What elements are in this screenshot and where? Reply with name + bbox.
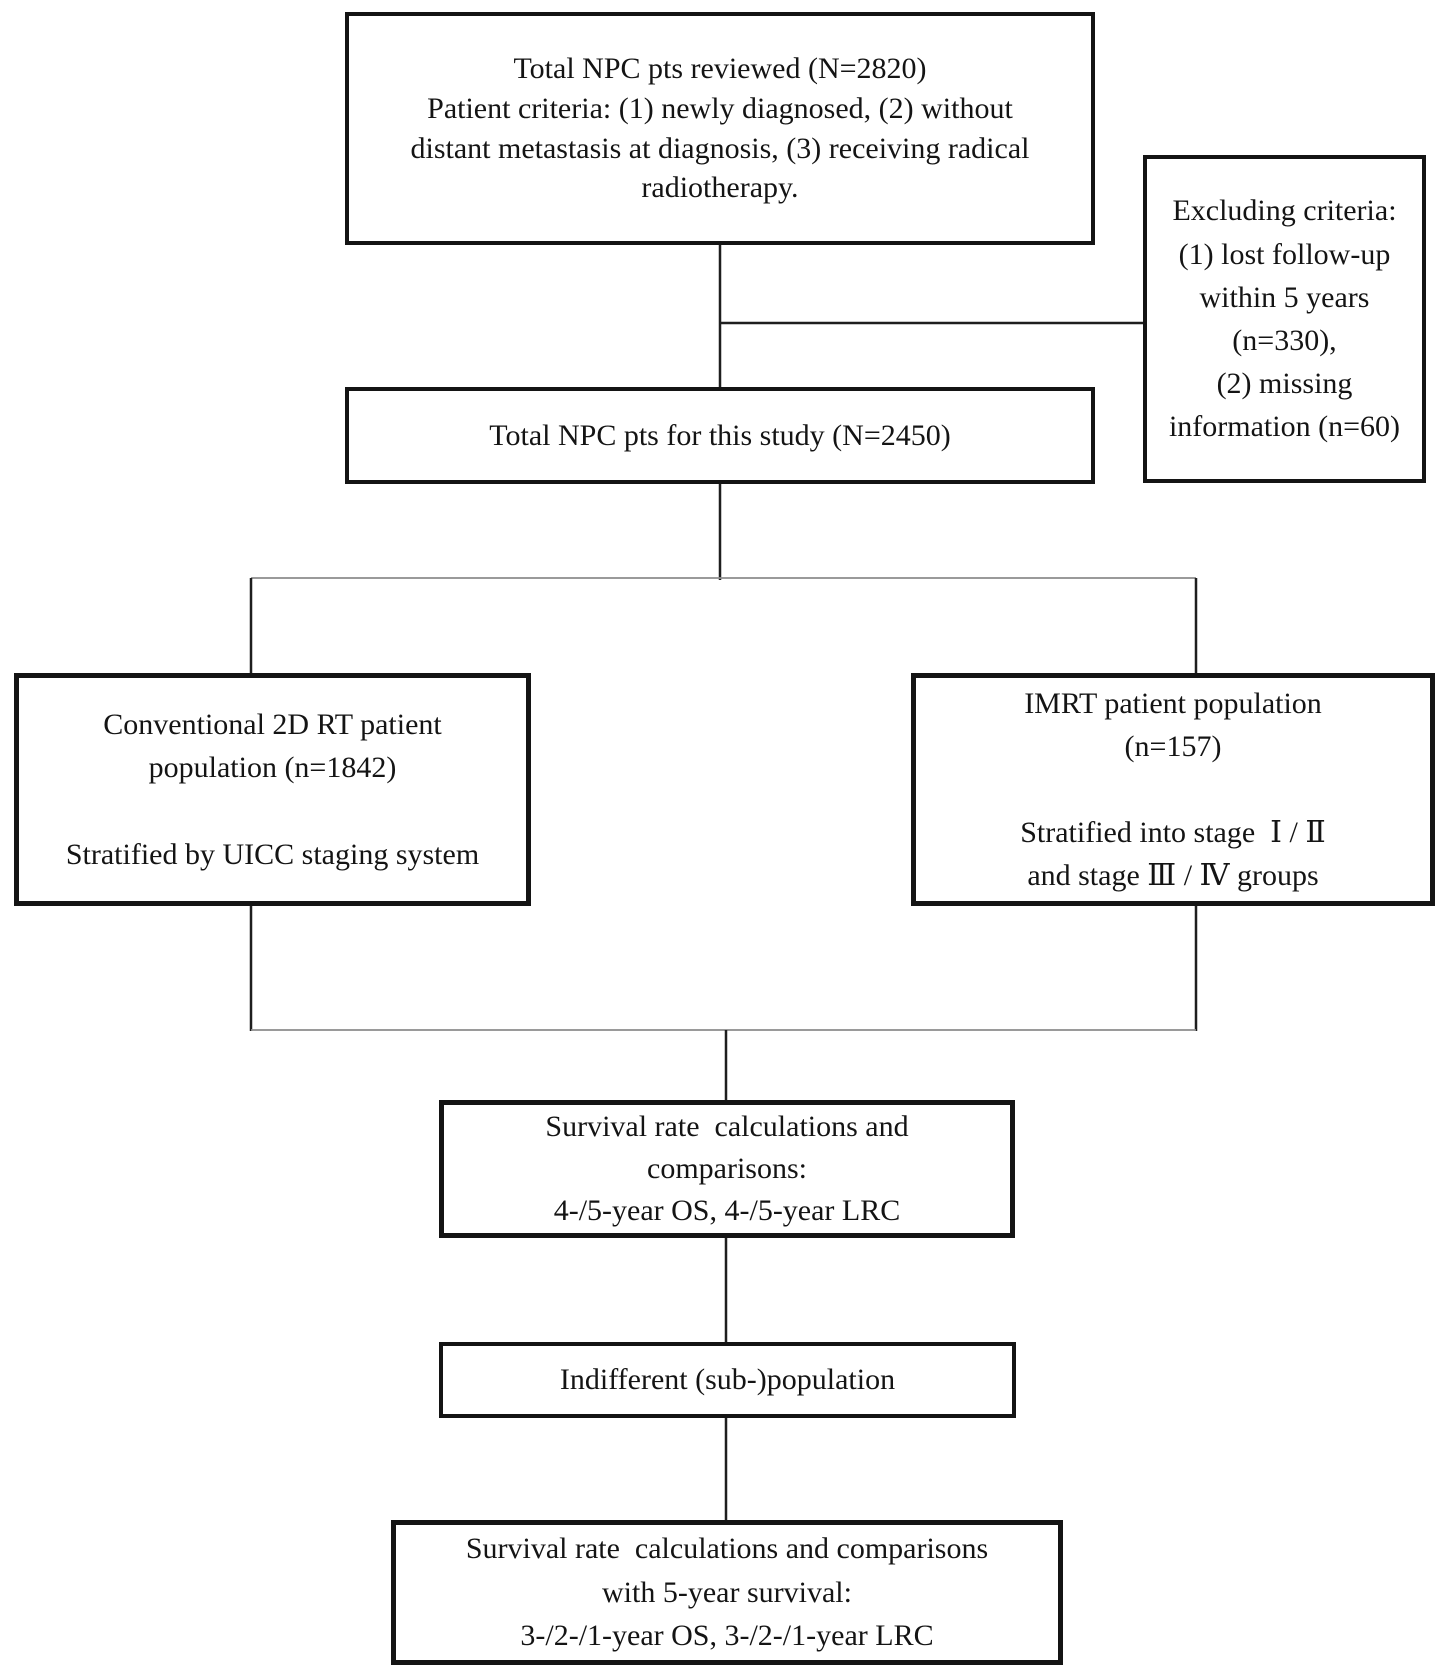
box-conventional-2drt-text: Conventional 2D RT patient population (n…: [65, 707, 480, 872]
box-excluding-criteria: Excluding criteria: (1) lost follow-up w…: [1143, 155, 1426, 483]
box-imrt-text: IMRT patient population (n=157) Stratifi…: [1020, 686, 1326, 893]
box-study-total: Total NPC pts for this study (N=2450): [345, 387, 1095, 484]
box-indifferent-population-text: Indifferent (sub-)population: [559, 1363, 896, 1397]
box-survival-3-2-1-year-text: Survival rate calculations and compariso…: [465, 1532, 989, 1653]
box-total-reviewed-text: Total NPC pts reviewed (N=2820) Patient …: [410, 52, 1030, 205]
box-excluding-criteria-text: Excluding criteria: (1) lost follow-up w…: [1168, 194, 1401, 444]
box-study-total-text: Total NPC pts for this study (N=2450): [489, 418, 951, 452]
box-survival-4-5-year-text: Survival rate calculations and compariso…: [545, 1110, 909, 1227]
box-conventional-2drt: Conventional 2D RT patient population (n…: [14, 673, 531, 906]
box-survival-3-2-1-year: Survival rate calculations and compariso…: [391, 1520, 1063, 1665]
box-survival-4-5-year: Survival rate calculations and compariso…: [439, 1100, 1015, 1238]
box-imrt: IMRT patient population (n=157) Stratifi…: [911, 673, 1435, 906]
box-indifferent-population: Indifferent (sub-)population: [439, 1342, 1016, 1418]
box-total-reviewed: Total NPC pts reviewed (N=2820) Patient …: [345, 12, 1095, 245]
